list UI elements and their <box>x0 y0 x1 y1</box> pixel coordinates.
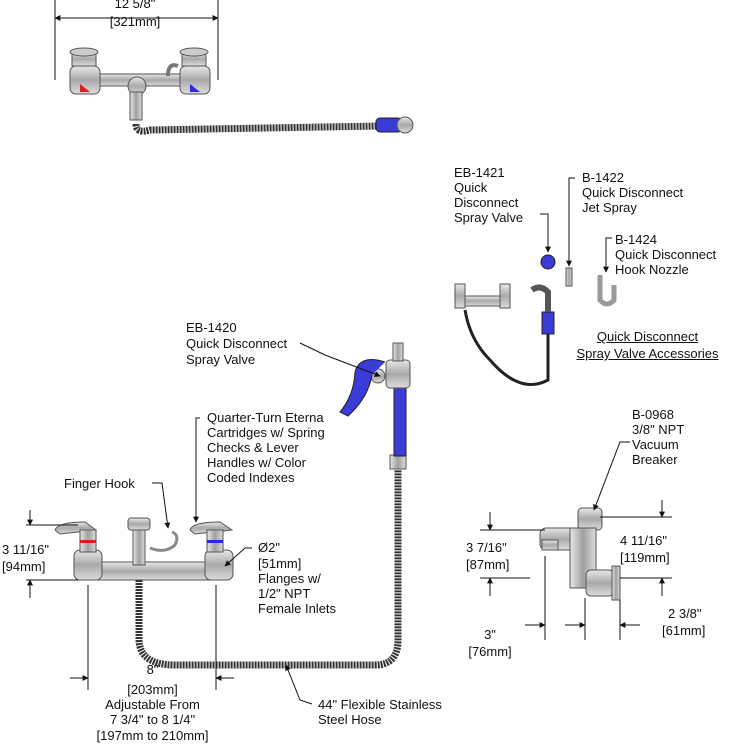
vb-depth-imperial: 3" <box>484 627 496 642</box>
spacing-note3: [197mm to 210mm] <box>96 728 209 743</box>
vb-total-imperial: 4 11/16" <box>620 533 668 548</box>
hose-line1: 44" Flexible Stainless <box>318 697 442 712</box>
eb1421-line1: Quick <box>454 180 488 195</box>
hose-line2: Steel Hose <box>318 712 382 727</box>
vb-height-imperial: 3 7/16" <box>466 540 507 555</box>
vb-height-metric: [87mm] <box>466 557 510 572</box>
accessory-faucet-view <box>454 177 617 386</box>
eb1421-line3: Spray Valve <box>454 210 524 225</box>
spacing-note2: 7 3/4" to 8 1/4" <box>109 712 196 727</box>
b0968-line3: Breaker <box>632 452 678 467</box>
vb-offset-imperial: 2 3/8" <box>668 606 702 621</box>
spacing-imperial: 8" <box>146 662 159 677</box>
b1424-part: B-1424 <box>615 232 657 247</box>
cartridges-line3: Checks & Lever <box>207 440 299 455</box>
eb1420-part: EB-1420 <box>186 320 237 335</box>
accessories-title-1: Quick Disconnect <box>596 329 699 344</box>
b1422-part: B-1422 <box>582 170 624 185</box>
top-width-metric: [321mm] <box>109 14 161 29</box>
main-faucet-view <box>26 342 411 705</box>
eb1421-part: EB-1421 <box>454 165 505 180</box>
eb1420-line1: Quick Disconnect <box>186 336 288 351</box>
flanges-line3: Flanges w/ <box>258 571 321 586</box>
top-width-imperial: 12 5/8" <box>114 0 156 11</box>
b0968-line2: Vacuum <box>632 437 679 452</box>
cartridges-line4: Handles w/ Color <box>207 455 306 470</box>
flanges-line5: Female Inlets <box>258 601 337 616</box>
b1422-line2: Jet Spray <box>582 200 637 215</box>
b1424-line1: Quick Disconnect <box>615 247 717 262</box>
flanges-line2: [51mm] <box>258 556 302 571</box>
top-faucet-view <box>54 0 414 135</box>
cartridges-line2: Cartridges w/ Spring <box>207 425 325 440</box>
vb-depth-metric: [76mm] <box>468 644 512 659</box>
eb1421-line2: Disconnect <box>454 195 519 210</box>
height-left-imperial: 3 11/16" <box>2 542 50 557</box>
b0968-line1: 3/8" NPT <box>632 422 685 437</box>
flanges-line1: Ø2" <box>258 540 280 555</box>
flanges-line4: 1/2" NPT <box>258 586 311 601</box>
cartridges-line5: Coded Indexes <box>207 470 295 485</box>
vb-total-metric: [119mm] <box>620 550 670 565</box>
b1422-line1: Quick Disconnect <box>582 185 684 200</box>
b0968-part: B-0968 <box>632 407 674 422</box>
cartridges-line1: Quarter-Turn Eterna <box>207 410 324 425</box>
spacing-note1: Adjustable From <box>105 697 200 712</box>
height-left-metric: [94mm] <box>2 559 46 574</box>
vb-offset-metric: [61mm] <box>662 623 706 638</box>
accessories-title-2: Spray Valve Accessories <box>576 346 719 361</box>
b1424-line2: Hook Nozzle <box>615 262 689 277</box>
finger-hook-label: Finger Hook <box>64 476 135 491</box>
eb1420-line2: Spray Valve <box>186 352 256 367</box>
spacing-metric: [203mm] <box>127 682 178 697</box>
vacuum-breaker-view <box>480 441 672 640</box>
